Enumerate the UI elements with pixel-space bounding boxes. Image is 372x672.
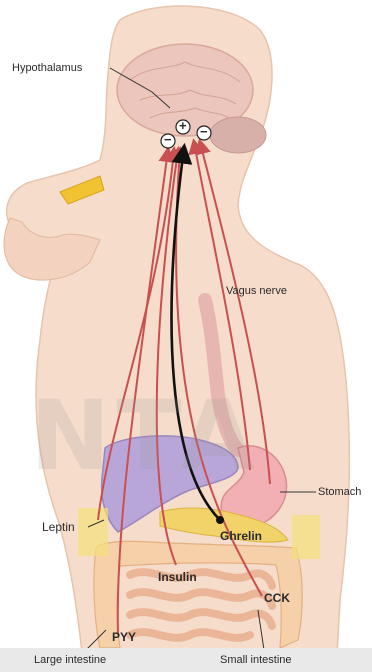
- label-hypothalamus: Hypothalamus: [12, 62, 82, 74]
- label-insulin: Insulin: [158, 570, 197, 584]
- watermark: NTA: [30, 380, 261, 492]
- label-ghrelin: Ghrelin: [220, 529, 262, 543]
- label-large-intestine: Large intestine: [34, 654, 106, 666]
- label-cck: CCK: [264, 591, 290, 605]
- label-leptin: Leptin: [42, 520, 75, 534]
- label-small-intestine: Small intestine: [220, 654, 292, 666]
- label-stomach: Stomach: [318, 486, 361, 498]
- cerebellum: [210, 117, 266, 153]
- fat-band-left: [78, 508, 108, 556]
- fat-band-right: [292, 515, 320, 559]
- label-pyy: PYY: [112, 630, 136, 644]
- minus-sign-left: −: [164, 132, 172, 147]
- ghrelin-origin-dot: [216, 516, 224, 524]
- minus-sign-right: −: [200, 124, 208, 139]
- plus-sign: +: [179, 118, 187, 133]
- label-vagus-nerve: Vagus nerve: [226, 285, 287, 297]
